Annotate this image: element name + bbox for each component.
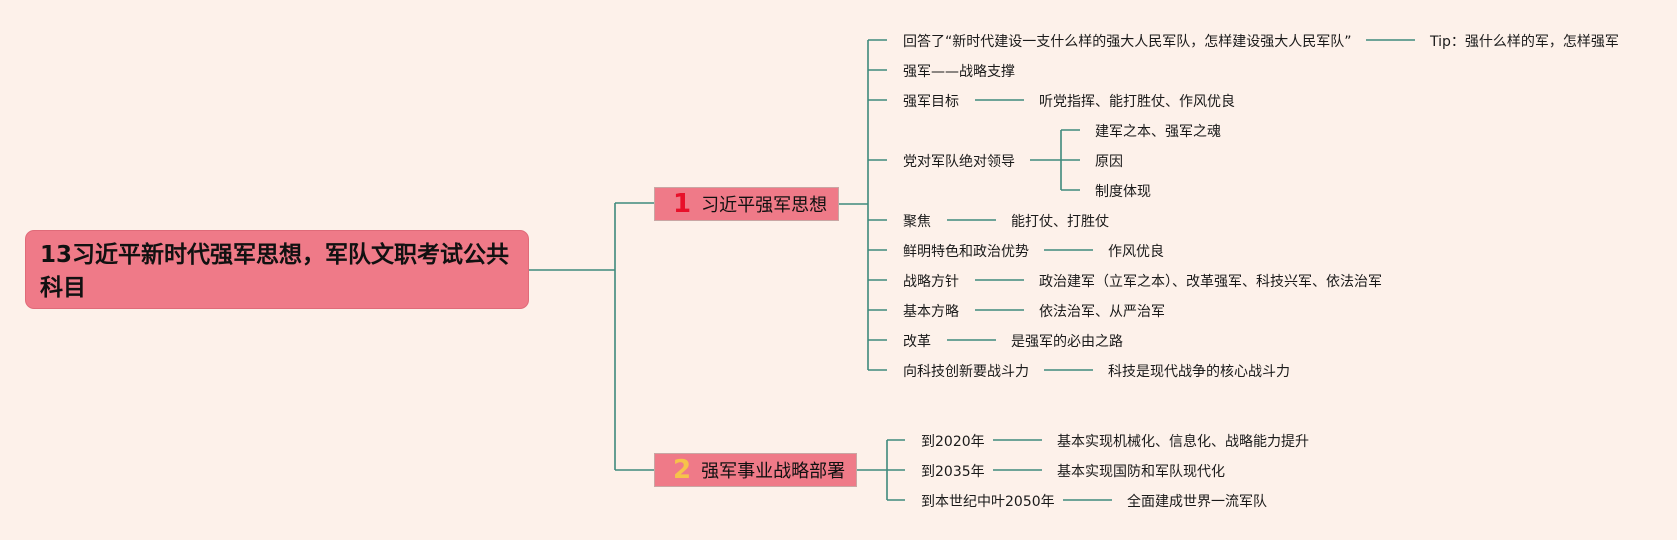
leaf-node[interactable]: 政治建军（立军之本）、改革强军、科技兴军、依法治军	[1039, 274, 1382, 290]
leaf-node[interactable]: 制度体现	[1095, 184, 1151, 200]
subtopic-node[interactable]: 基本方略	[903, 304, 959, 320]
subtopic-node[interactable]: 到2020年	[921, 434, 985, 450]
leaf-node[interactable]: 全面建成世界一流军队	[1127, 494, 1267, 510]
subtopic-node[interactable]: 回答了“新时代建设一支什么样的强大人民军队，怎样建设强大人民军队”	[903, 34, 1352, 50]
leaf-node[interactable]: 原因	[1095, 154, 1123, 170]
leaf-node[interactable]: 作风优良	[1108, 244, 1164, 260]
subtopic-node[interactable]: 战略方针	[903, 274, 959, 290]
topic-number-2: 2	[673, 455, 692, 485]
leaf-node[interactable]: 建军之本、强军之魂	[1095, 124, 1221, 140]
leaf-node[interactable]: 科技是现代战争的核心战斗力	[1108, 364, 1290, 380]
root-topic[interactable]: 13习近平新时代强军思想，军队文职考试公共科目	[25, 230, 529, 309]
leaf-node[interactable]: 是强军的必由之路	[1011, 334, 1123, 350]
subtopic-node[interactable]: 聚焦	[903, 214, 931, 230]
subtopic-node[interactable]: 向科技创新要战斗力	[903, 364, 1029, 380]
main-topic-1[interactable]: 1 习近平强军思想	[654, 187, 839, 221]
topic-label-2: 强军事业战略部署	[701, 461, 846, 482]
subtopic-node[interactable]: 党对军队绝对领导	[903, 154, 1015, 170]
leaf-node[interactable]: Tip：强什么样的军，怎样强军	[1430, 34, 1619, 50]
subtopic-node[interactable]: 到本世纪中叶2050年	[921, 494, 1055, 510]
leaf-node[interactable]: 基本实现国防和军队现代化	[1057, 464, 1225, 480]
topic-number-1: 1	[673, 189, 692, 219]
leaf-node[interactable]: 基本实现机械化、信息化、战略能力提升	[1057, 434, 1309, 450]
leaf-node[interactable]: 听党指挥、能打胜仗、作风优良	[1039, 94, 1235, 110]
subtopic-node[interactable]: 强军目标	[903, 94, 959, 110]
subtopic-node[interactable]: 强军——战略支撑	[903, 64, 1015, 80]
subtopic-node[interactable]: 改革	[903, 334, 931, 350]
leaf-node[interactable]: 能打仗、打胜仗	[1011, 214, 1109, 230]
main-topic-2[interactable]: 2 强军事业战略部署	[654, 453, 857, 487]
subtopic-node[interactable]: 到2035年	[921, 464, 985, 480]
subtopic-node[interactable]: 鲜明特色和政治优势	[903, 244, 1029, 260]
topic-label-1: 习近平强军思想	[701, 195, 828, 216]
leaf-node[interactable]: 依法治军、从严治军	[1039, 304, 1165, 320]
